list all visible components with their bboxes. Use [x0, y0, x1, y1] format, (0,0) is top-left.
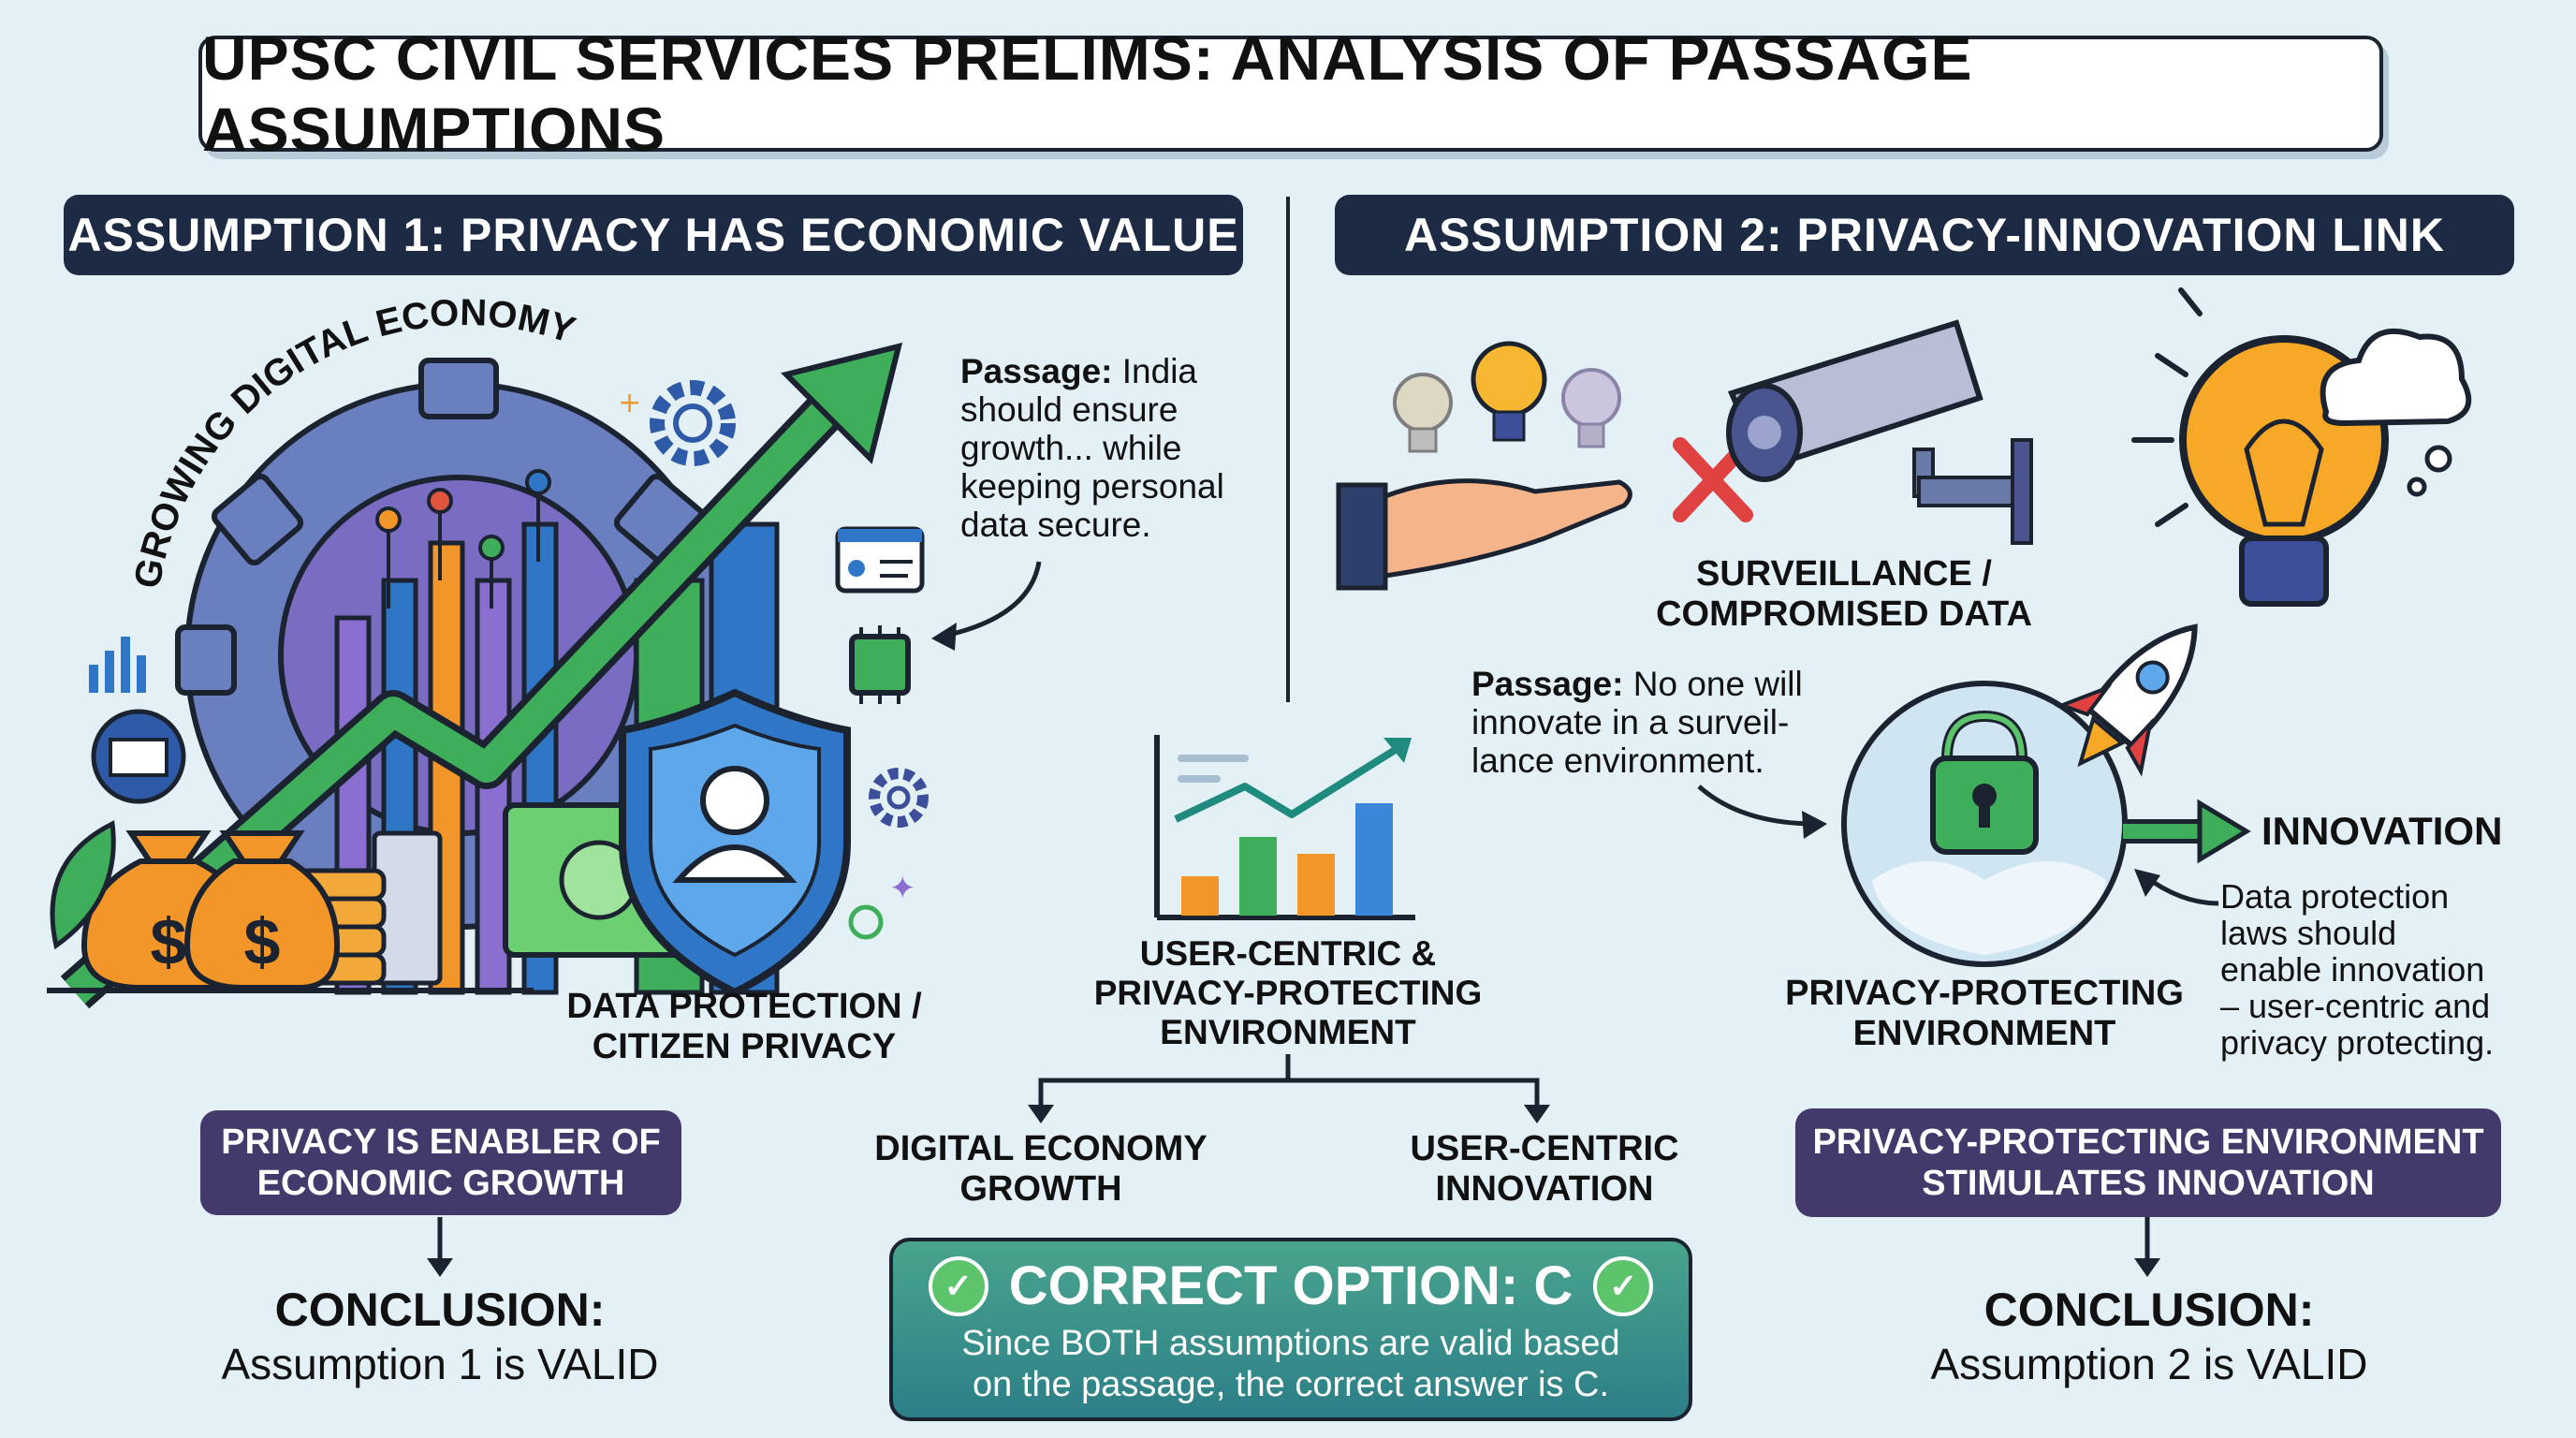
- user-centric-innovation-label: USER-CENTRIC INNOVATION: [1376, 1129, 1713, 1210]
- passage1-label: Passage:: [960, 352, 1113, 390]
- assumption1-result-line-1: PRIVACY IS ENABLER OF: [221, 1123, 661, 1162]
- assumption2-note: Data protection laws should enable innov…: [2220, 878, 2539, 1061]
- small-gear-icon: [650, 380, 736, 466]
- data-protection-label-line-2: CITIZEN PRIVACY: [592, 1027, 897, 1066]
- data-protection-label: DATA PROTECTION / CITIZEN PRIVACY: [543, 987, 945, 1067]
- passage2-line-2: innovate in a surveil-: [1471, 703, 1790, 741]
- center-label-line-1: USER-CENTRIC &: [1139, 934, 1437, 973]
- left-branch-line-2: GROWTH: [959, 1169, 1122, 1209]
- privacy-environment-line-2: ENVIRONMENT: [1852, 1014, 2116, 1053]
- assumption2-banner: ASSUMPTION 2: PRIVACY-INNOVATION LINK: [1335, 195, 2514, 275]
- privacy-environment-label: PRIVACY-PROTECTING ENVIRONMENT: [1769, 974, 2200, 1054]
- surveillance-label: SURVEILLANCE / COMPROMISED DATA: [1610, 554, 2078, 635]
- mini-bars-icon: [89, 637, 146, 693]
- conclusion2-title: CONCLUSION:: [1983, 1284, 2315, 1336]
- mini-chart-bar: [1181, 876, 1219, 916]
- center-environment-label: USER-CENTRIC & PRIVACY-PROTECTING ENVIRO…: [1067, 934, 1509, 1052]
- mini-chart-bar: [1355, 803, 1393, 916]
- assumption1-conclusion: CONCLUSION: Assumption 1 is VALID: [140, 1283, 739, 1391]
- assumption2-banner-text: ASSUMPTION 2: PRIVACY-INNOVATION LINK: [1403, 209, 2446, 261]
- innovation-label: INNOVATION: [2261, 809, 2503, 853]
- assumption1-banner-text: ASSUMPTION 1: PRIVACY HAS ECONOMIC VALUE: [67, 209, 1239, 261]
- assumption2-result-line-1: PRIVACY-PROTECTING ENVIRONMENT: [1812, 1123, 2484, 1162]
- svg-text:$: $: [244, 905, 281, 978]
- money-bag-icon-2: $: [183, 830, 341, 990]
- right-branch-line-2: INNOVATION: [1435, 1169, 1654, 1209]
- passage2-label: Passage:: [1471, 665, 1624, 703]
- assumption1-passage: Passage: India should ensure growth... w…: [960, 352, 1260, 544]
- down-arrow-2: [2134, 1258, 2160, 1277]
- passage1-line-1: India: [1121, 352, 1198, 390]
- correct-answer-body: Since BOTH assumptions are valid based o…: [893, 1323, 1689, 1405]
- passage1-line-2: should ensure: [960, 390, 1178, 429]
- conclusion1-title: CONCLUSION:: [274, 1284, 606, 1336]
- assumption2-passage: Passage: No one will innovate in a surve…: [1471, 665, 1865, 780]
- correct-answer-heading-text: CORRECT OPTION: C: [1008, 1255, 1573, 1316]
- mini-chart-bars: [1181, 803, 1393, 916]
- correct-answer-box: ✓ CORRECT OPTION: C ✓ Since BOTH assumpt…: [889, 1238, 1692, 1421]
- privacy-environment-line-1: PRIVACY-PROTECTING: [1785, 974, 2184, 1013]
- note-line-1: Data protection: [2220, 877, 2450, 916]
- passage1-line-4: keeping personal: [960, 467, 1224, 506]
- vertical-divider: [1286, 197, 1290, 702]
- assumption1-result-box: PRIVACY IS ENABLER OF ECONOMIC GROWTH: [200, 1110, 681, 1215]
- note-line-2: laws should: [2220, 914, 2397, 952]
- surveillance-label-line-2: COMPROMISED DATA: [1656, 594, 2032, 634]
- document-icon: [91, 709, 186, 804]
- left-branch-line-1: DIGITAL ECONOMY: [874, 1129, 1208, 1168]
- lightbulb-icon-small: [1393, 341, 1621, 453]
- correct-answer-heading: ✓ CORRECT OPTION: C ✓: [893, 1255, 1689, 1317]
- assumption2-result-box: PRIVACY-PROTECTING ENVIRONMENT STIMULATE…: [1795, 1108, 2501, 1217]
- assumption2-conclusion: CONCLUSION: Assumption 2 is VALID: [1850, 1283, 2449, 1391]
- down-arrow-1: [427, 1258, 453, 1277]
- svg-text:+: +: [618, 387, 641, 419]
- note-line-4: – user-centric and: [2220, 987, 2491, 1025]
- check-circle-icon-2: ✓: [1593, 1255, 1654, 1316]
- rocket-icon: [2056, 624, 2198, 777]
- conclusion2-text: Assumption 2 is VALID: [1930, 1340, 2368, 1388]
- svg-text:✦: ✦: [889, 870, 916, 907]
- passage2-line-3: lance environment.: [1471, 741, 1764, 780]
- mini-chart-bar: [1297, 854, 1335, 916]
- data-protection-label-line-1: DATA PROTECTION /: [566, 987, 922, 1026]
- security-camera-icon: [1726, 319, 2033, 545]
- assumption1-result-line-2: ECONOMIC GROWTH: [256, 1164, 625, 1203]
- passage1-line-5: data secure.: [960, 506, 1151, 544]
- center-label-line-2: PRIVACY-PROTECTING: [1093, 974, 1483, 1012]
- assumption2-result-line-2: STIMULATES INNOVATION: [1922, 1164, 2375, 1203]
- answer-line-2: on the passage, the correct answer is C.: [972, 1365, 1610, 1404]
- surveillance-label-line-1: SURVEILLANCE /: [1695, 554, 1992, 594]
- check-circle-icon: ✓: [928, 1255, 988, 1316]
- assumption1-banner: ASSUMPTION 1: PRIVACY HAS ECONOMIC VALUE: [64, 195, 1243, 275]
- cloud-icon: [2320, 328, 2472, 497]
- passage1-line-3: growth... while: [960, 429, 1182, 467]
- leaf-icon: [50, 820, 116, 950]
- chat-icon: [835, 526, 925, 594]
- right-branch-line-1: USER-CENTRIC: [1410, 1129, 1679, 1168]
- mini-chart-trend-line: [1174, 741, 1407, 823]
- note-line-3: enable innovation: [2220, 950, 2485, 989]
- svg-text:$: $: [151, 905, 187, 978]
- lock-globe-icon: [1841, 681, 2128, 967]
- shield-user-icon: [619, 688, 851, 997]
- answer-line-1: Since BOTH assumptions are valid based: [961, 1324, 1620, 1363]
- conclusion1-text: Assumption 1 is VALID: [221, 1340, 659, 1388]
- title-box: UPSC CIVIL SERVICES PRELIMS: ANALYSIS OF…: [198, 23, 2383, 164]
- small-gear-icon-2: [869, 768, 929, 828]
- center-label-line-3: ENVIRONMENT: [1160, 1013, 1416, 1051]
- hand-icon: [1336, 478, 1632, 591]
- page-title: UPSC CIVIL SERVICES PRELIMS: ANALYSIS OF…: [202, 23, 1973, 164]
- digital-economy-growth-label: DIGITAL ECONOMY GROWTH: [861, 1129, 1221, 1210]
- note-line-5: privacy protecting.: [2220, 1023, 2495, 1062]
- passage2-line-1: No one will: [1632, 665, 1803, 703]
- branch-connector: [1038, 1054, 1540, 1110]
- mini-chart-bar: [1239, 837, 1277, 916]
- chip-icon: [849, 625, 911, 704]
